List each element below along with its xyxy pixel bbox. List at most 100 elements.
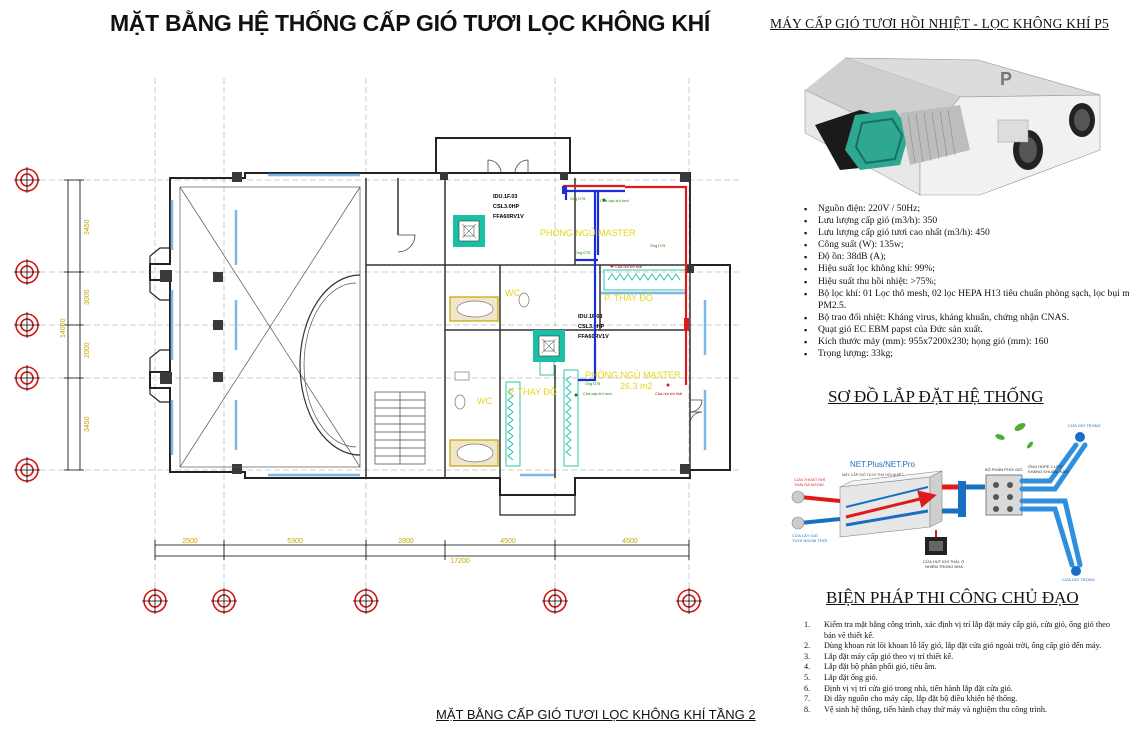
unit1-line1: IDU.1F.03 (493, 194, 517, 200)
label-intake: CỬA LẤY GIÓ (792, 533, 818, 538)
step-number: 4. (804, 662, 811, 672)
dim-bottom-4: 4500 (500, 538, 516, 545)
brand-name: NET.Plus/NET.Pro (850, 460, 915, 469)
method-title: BIỆN PHÁP THI CÔNG CHỦ ĐẠO (826, 588, 1079, 607)
label-intake-sub: TƯƠI NGOÀI TRỜI (792, 538, 827, 543)
room-thay-do-1: P. THAY ĐỒ (604, 292, 653, 303)
label-fresh-out: CỬA GIÓ TRONG (1062, 577, 1095, 582)
step-item: 5. Lắp đặt ống gió. (800, 673, 1120, 684)
unit2-line2: CSL3.0HP (578, 324, 605, 330)
spec-item: Hiệu suất thu hồi nhiệt: >75%; (804, 276, 1129, 288)
unit1-line2: CSL3.0HP (493, 204, 520, 210)
label-return-sub: NHIỄM TRONG NHÀ (925, 564, 963, 569)
columns (160, 172, 694, 474)
floor-plan: 3450 3000 2000 3450 14000 2500 5300 2800… (14, 78, 740, 614)
step-text: Định vị vị trí cửa gió trong nhà, tiến h… (824, 683, 1013, 693)
dim-bottom-1: 2500 (182, 538, 198, 545)
dim-left-3: 2000 (84, 342, 91, 358)
spec-item: Trọng lượng: 33kg; (804, 348, 1129, 360)
step-item: 8. Vệ sinh hệ thống, tiến hành chạy thử m… (800, 705, 1120, 716)
label-distributor: BỘ PHÂN PHỐI GIÓ (985, 467, 1022, 472)
label-exhaust-1: Cửa hút khí thải (615, 265, 642, 269)
dim-bottom-5: 4500 (622, 538, 638, 545)
label-pipe-4: Ống D75 (585, 381, 600, 386)
method-steps: 1. Kiểm tra mặt bằng công trình, xác định… (800, 620, 1120, 715)
step-text: Lắp đặt ống gió. (824, 672, 878, 682)
label-exhaust-out-sub: THẢI RA NGOÀI (794, 482, 824, 487)
windows (170, 173, 707, 477)
step-text: Lắp đặt máy cấp gió theo vị trí thiết kế… (824, 651, 954, 661)
step-item: 4. Lắp đặt bộ phân phối gió, tiêu âm. (800, 662, 1120, 673)
spec-item: Lưu lượng cấp gió tươi cao nhất (m3/h): … (804, 227, 1129, 239)
void-area (179, 186, 361, 468)
step-item: 7. Đi dây nguồn cho máy cấp, lắp đặt bộ đ… (800, 694, 1120, 705)
spec-item: Hiệu suất lọc không khí: 99%; (804, 263, 1129, 275)
dim-bottom-3: 2800 (398, 538, 414, 545)
spec-item: Bộ lọc khí: 01 Lọc thô mesh, 02 lọc HEPA… (804, 288, 1129, 312)
plan-caption: MẶT BẰNG CẤP GIÓ TƯƠI LỌC KHÔNG KHÍ TẦNG… (436, 707, 756, 722)
exhaust-ducts (563, 184, 688, 385)
label-supply-2: Cửa cấp khí tươi (583, 392, 612, 396)
product-specs: Nguồn điện: 220V / 50Hz; Lưu lượng cấp g… (800, 203, 1129, 360)
label-fresh-in: CỬA GIÓ TRONG (1068, 423, 1101, 428)
dim-bottom-total: 17200 (450, 558, 470, 565)
step-item: 2. Dùng khoan rút lõi khoan lỗ lấy gió, l… (800, 641, 1120, 652)
room-wc-1: WC (505, 288, 520, 298)
label-supply-1: Cửa cấp khí tươi (600, 199, 629, 203)
dim-bottom-2: 5300 (287, 538, 303, 545)
svg-text:P: P (1000, 69, 1012, 89)
label-pipe-2: Ống D75 (575, 250, 590, 255)
room-master-2: PHÒNG NGỦ MASTER (585, 369, 681, 380)
step-text: Dùng khoan rút lõi khoan lỗ lấy gió, lắp… (824, 641, 1102, 651)
spec-item: Bộ trao đổi nhiệt: Kháng virus, kháng kh… (804, 312, 1129, 324)
unit2-line1: IDU.1F.03 (578, 314, 602, 320)
unit1-line3: FFA60RV1V (493, 214, 524, 220)
step-number: 8. (804, 704, 811, 714)
label-exhaust-2: Cửa hút khí thải (655, 392, 682, 396)
step-number: 5. (804, 672, 811, 682)
dim-left-2: 3000 (84, 289, 91, 305)
spec-item: Lưu lượng cấp gió (m3/h): 350 (804, 215, 1129, 227)
dim-left-total: 14000 (60, 318, 67, 338)
bathtub (449, 296, 499, 467)
spec-item: Nguồn điện: 220V / 50Hz; (804, 203, 1129, 215)
step-item: 6. Định vị vị trí cửa gió trong nhà, tiến… (800, 684, 1120, 695)
step-text: Lắp đặt bộ phân phối gió, tiêu âm. (824, 662, 937, 672)
dim-left-4: 3450 (84, 416, 91, 432)
spec-item: Độ ồn: 38dB (A); (804, 251, 1129, 263)
step-text: Kiểm tra mặt bằng công trình, xác định v… (824, 620, 1110, 640)
spec-item: Kích thước máy (mm): 955x7200x230; họng … (804, 336, 1129, 348)
label-pipe-3: Ống D75 (650, 243, 665, 248)
room-master-2-area: 26.3 m2 (620, 381, 653, 391)
step-text: Đi dây nguồn cho máy cấp, lắp đặt bộ điề… (824, 694, 1018, 704)
spec-item: Quạt gió EC EBM papst của Đức sản xuất. (804, 324, 1129, 336)
install-diagram: NET.Plus/NET.Pro MÁY CẤP GIÓ TƯƠI THU HỒ… (791, 423, 1101, 582)
room-thay-do-2: P. THAY ĐỒ (508, 386, 557, 397)
step-item: 3. Lắp đặt máy cấp gió theo vị trí thiết … (800, 652, 1120, 663)
dimension-left (64, 179, 84, 471)
step-text: Vệ sinh hệ thống, tiến hành chạy thử máy… (824, 704, 1047, 714)
step-number: 1. (804, 620, 811, 629)
brand-sub: MÁY CẤP GIÓ TƯƠI THU HỒI NHIỆT (842, 472, 904, 477)
label-pipe-1: Ống D75 (570, 196, 585, 201)
fan-unit-2 (533, 330, 565, 362)
step-number: 2. (804, 641, 811, 651)
step-item: 1. Kiểm tra mặt bằng công trình, xác định… (800, 620, 1120, 641)
product-title: MÁY CẤP GIÓ TƯƠI HỒI NHIỆT - LỌC KHÔNG K… (770, 16, 1109, 31)
install-title: SƠ ĐỒ LẮP ĐẶT HỆ THỐNG (828, 387, 1044, 406)
label-hdpe-sub: KHÁNG KHUẨN, NẤM (1028, 469, 1068, 474)
dim-left-1: 3450 (84, 219, 91, 235)
label-hdpe: ỐNG HDPE 2 LỚP (1028, 464, 1062, 469)
room-wc-2: WC (477, 396, 492, 406)
label-return: CỬA HÚT KHÍ THẢI, Ô (923, 559, 964, 564)
dimension-bottom (154, 540, 690, 560)
step-number: 3. (804, 651, 811, 661)
unit2-line3: FFA60RV1V (578, 334, 609, 340)
fan-unit-1 (453, 215, 485, 247)
label-exhaust-out: CỬA THOÁT KHÍ (794, 477, 826, 482)
supply-ducts (563, 189, 625, 382)
page-title: MẶT BẰNG HỆ THỐNG CẤP GIÓ TƯƠI LỌC KHÔNG… (109, 10, 711, 36)
step-number: 7. (804, 694, 811, 704)
staircase (374, 391, 426, 465)
step-number: 6. (804, 683, 811, 693)
